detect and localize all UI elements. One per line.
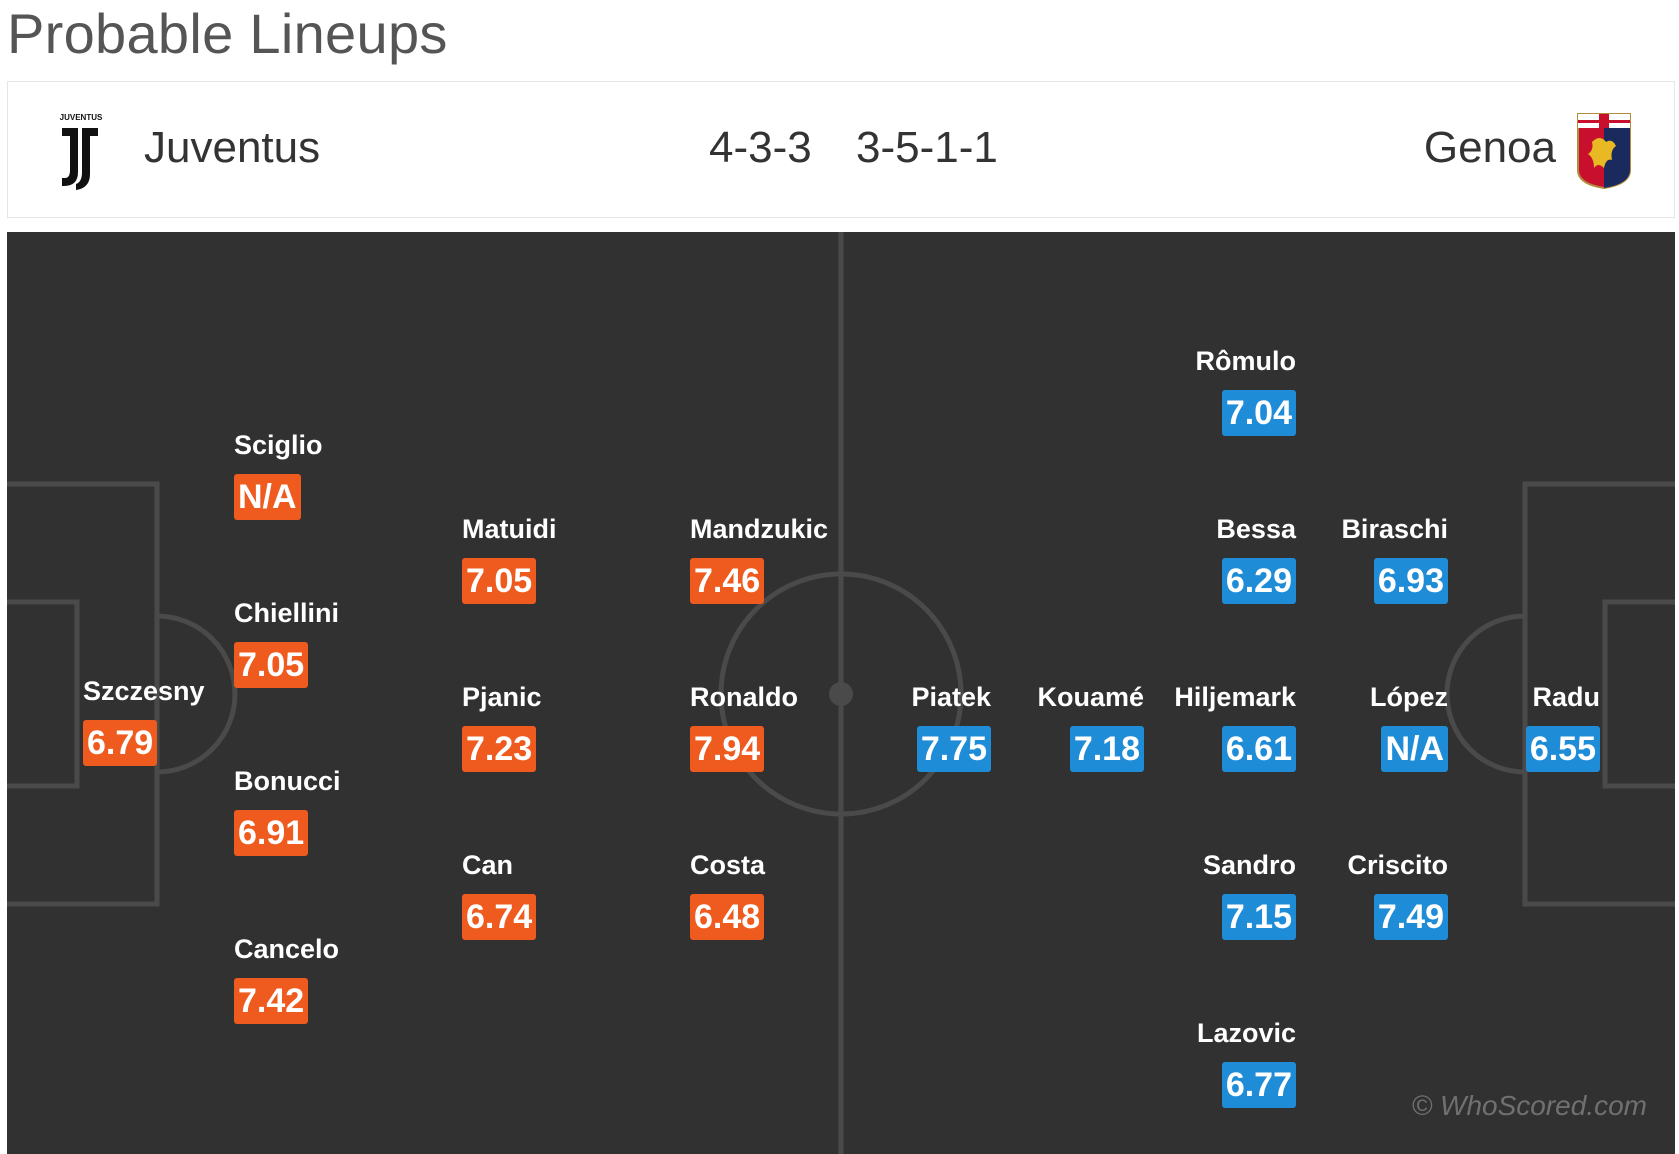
player-name[interactable]: Biraschi	[1341, 514, 1448, 544]
player-name[interactable]: Kouamé	[1037, 682, 1144, 712]
player-rating-badge: 7.49	[1373, 894, 1448, 940]
player-name[interactable]: Cancelo	[234, 934, 340, 964]
player-name[interactable]: Mandzukic	[690, 514, 829, 544]
player-name[interactable]: Ronaldo	[690, 682, 798, 712]
player-rating-badge: 7.05	[462, 558, 537, 604]
team-header: JUVENTUS Juventus 4-3-3 3-5-1-1 Genoa	[7, 81, 1675, 218]
juventus-badge-icon: JUVENTUS	[60, 113, 103, 190]
player-rating-badge: 6.48	[690, 894, 765, 940]
player-rating-badge: 6.93	[1373, 558, 1448, 604]
home-formation: 4-3-3	[709, 123, 812, 172]
player-name[interactable]: Pjanic	[462, 682, 542, 712]
player-name[interactable]: Bonucci	[234, 766, 341, 796]
player-rating-badge: 6.79	[83, 720, 158, 766]
player-rating-badge: 7.15	[1221, 894, 1296, 940]
player-rating-badge: 6.29	[1221, 558, 1296, 604]
player-name[interactable]: Szczesny	[83, 676, 205, 706]
page-title: Probable Lineups	[7, 2, 448, 65]
home-team-name[interactable]: Juventus	[144, 123, 321, 172]
player-name[interactable]: Matuidi	[462, 514, 557, 544]
player-rating-badge: 6.61	[1221, 726, 1296, 772]
away-formation: 3-5-1-1	[856, 123, 998, 172]
player-name[interactable]: Sciglio	[234, 430, 323, 460]
player-name[interactable]: Sandro	[1202, 850, 1296, 880]
player-rating-badge: 7.46	[690, 558, 765, 604]
player-rating-badge: 7.42	[234, 978, 309, 1024]
watermark: © WhoScored.com	[1411, 1090, 1647, 1121]
player-rating-badge: 6.74	[462, 894, 537, 940]
player-rating-badge: N/A	[234, 474, 301, 520]
player-rating-badge: N/A	[1381, 726, 1448, 772]
player-rating-badge: 7.04	[1221, 390, 1296, 436]
player-rating-badge: 7.94	[690, 726, 765, 772]
player-name[interactable]: Piatek	[911, 682, 991, 712]
player-rating-badge: 7.05	[234, 642, 309, 688]
player-name[interactable]: Bessa	[1216, 514, 1296, 544]
player-name[interactable]: Criscito	[1347, 850, 1448, 880]
away-team-name[interactable]: Genoa	[1423, 123, 1556, 172]
player-rating-badge: 7.75	[916, 726, 991, 772]
player-name[interactable]: Rômulo	[1195, 346, 1297, 376]
player-rating-badge: 6.77	[1221, 1062, 1296, 1108]
player-name[interactable]: López	[1370, 682, 1448, 712]
player-name[interactable]: Radu	[1532, 682, 1601, 712]
player-name[interactable]: Can	[462, 850, 514, 880]
player-name[interactable]: Costa	[690, 850, 766, 880]
juventus-badge-text: JUVENTUS	[60, 113, 103, 122]
player-rating-badge: 7.23	[462, 726, 537, 772]
player-name[interactable]: Lazovic	[1196, 1018, 1296, 1048]
pitch-markings	[7, 232, 1675, 1154]
player-rating-badge: 7.18	[1069, 726, 1144, 772]
player-name[interactable]: Hiljemark	[1174, 682, 1296, 712]
player-name[interactable]: Chiellini	[234, 598, 340, 628]
player-rating-badge: 6.91	[234, 810, 309, 856]
genoa-badge-icon	[1577, 113, 1631, 190]
player-rating-badge: 6.55	[1525, 726, 1600, 772]
